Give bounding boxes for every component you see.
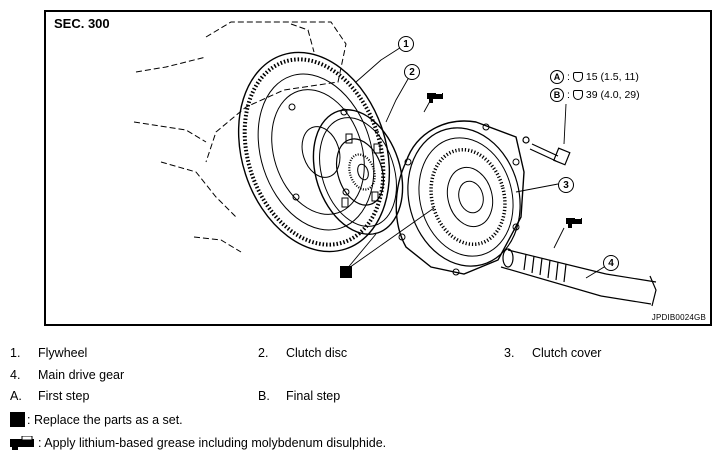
legend-text: First step	[38, 389, 90, 403]
colon: :	[567, 71, 570, 83]
note-grease: : Apply lithium-based grease including m…	[10, 436, 386, 450]
note-grease-text: : Apply lithium-based grease including m…	[38, 436, 387, 450]
exploded-diagram: SEC. 300	[44, 10, 712, 326]
callout-3: 3	[558, 177, 574, 193]
grease-symbol-icon	[10, 436, 34, 450]
legend-num: B.	[258, 389, 270, 403]
torque-b-value: 39 (4.0, 29)	[585, 89, 640, 101]
legend-text: Flywheel	[38, 346, 88, 360]
torque-a-value: 15 (1.5, 11)	[585, 71, 639, 83]
torque-wrench-icon	[572, 90, 583, 100]
grease-symbol-icon	[566, 216, 582, 228]
legend-num: 4.	[10, 368, 21, 382]
legend-num: 2.	[258, 346, 269, 360]
leader-lines	[345, 43, 610, 279]
legend-num: A.	[10, 389, 22, 403]
torque-b: B : 39 (4.0, 29)	[550, 88, 640, 102]
engine-block-outline	[133, 21, 347, 253]
clutch-drawing	[133, 21, 657, 307]
legend-text: Clutch disc	[286, 346, 348, 360]
legend-text: Clutch cover	[532, 346, 602, 360]
note-set-replace: : Replace the parts as a set.	[10, 412, 183, 427]
legend-num: 3.	[504, 346, 515, 360]
step-b-badge: B	[550, 88, 564, 102]
torque-wrench-icon	[572, 72, 583, 82]
callout-1: 1	[398, 36, 414, 52]
clutch-cover	[395, 120, 525, 276]
torque-a: A : 15 (1.5, 11)	[550, 70, 639, 84]
section-label: SEC. 300	[54, 16, 110, 31]
step-a-badge: A	[550, 70, 564, 84]
set-replace-mark	[340, 266, 352, 278]
figure-code: JPDIB0024GB	[651, 313, 706, 322]
callout-2: 2	[404, 64, 420, 80]
main-drive-gear	[500, 248, 657, 307]
colon: :	[567, 89, 570, 101]
grease-symbol-icon	[427, 91, 443, 103]
set-replace-icon	[10, 412, 25, 427]
legend-num: 1.	[10, 346, 21, 360]
cover-bolt	[522, 136, 571, 166]
legend-text: Final step	[286, 389, 341, 403]
callout-4: 4	[603, 255, 619, 271]
note-set-replace-text: : Replace the parts as a set.	[27, 412, 183, 427]
legend-text: Main drive gear	[38, 368, 125, 382]
clutch-disc	[312, 109, 404, 235]
